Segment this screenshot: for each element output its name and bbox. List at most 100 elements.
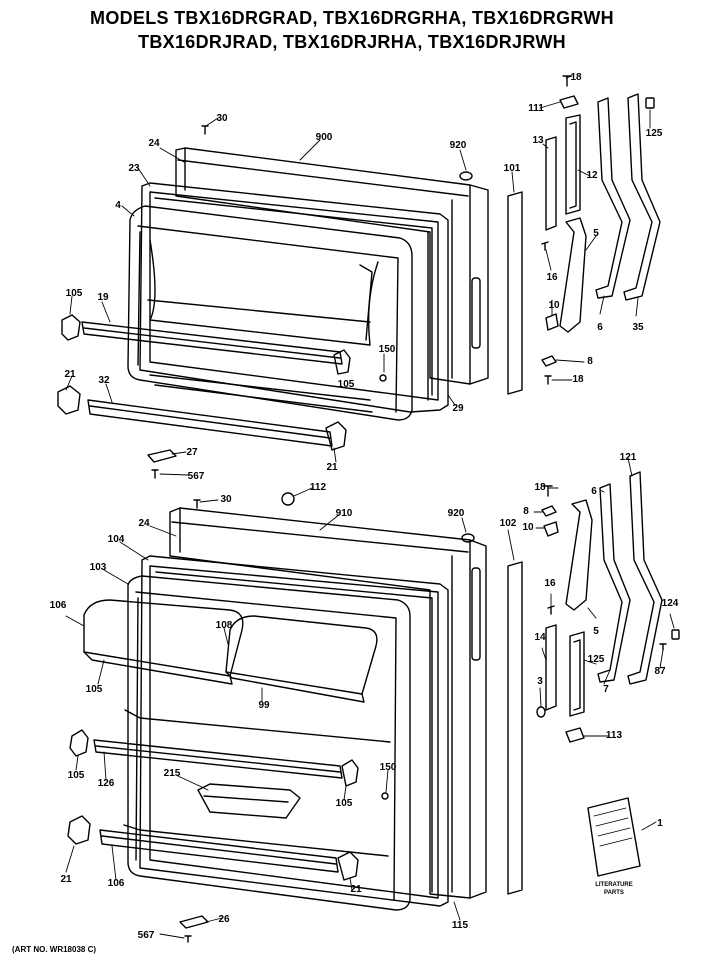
- freezer-inner-liner: [127, 205, 413, 421]
- callout-label-12: 12: [586, 170, 598, 181]
- clip-8-lower: [541, 505, 557, 517]
- callout-label-27: 27: [186, 447, 198, 458]
- plug-920-upper: [459, 171, 473, 181]
- callout-label-21a: 21: [64, 369, 76, 380]
- callout-label-35: 35: [632, 322, 644, 333]
- cap-3: [536, 706, 546, 718]
- callout-label-29: 29: [452, 403, 464, 414]
- shelf-support-21-lower-left: [67, 815, 91, 845]
- art-number: (ART NO. WR18038 C): [12, 945, 97, 954]
- hinge-35: [623, 93, 661, 301]
- callout-label-106a: 106: [50, 600, 67, 611]
- diagram-title-line2: TBX16DRJRAD, TBX16DRJRHA, TBX16DRJRWH: [138, 32, 566, 52]
- callout-label-121: 121: [620, 452, 637, 463]
- cover-113: [565, 727, 585, 743]
- freezer-shelf-bar-19: [81, 321, 343, 365]
- callout-label-99: 99: [258, 700, 270, 711]
- shelf-support-105-right: [333, 349, 351, 375]
- callout-label-106b: 106: [108, 878, 125, 889]
- hinge-6-lower: [597, 483, 631, 683]
- callout-label-13: 13: [532, 135, 544, 146]
- callout-label-124: 124: [662, 598, 679, 609]
- callout-label-21d: 21: [350, 884, 362, 895]
- callout-label-21b: 21: [326, 462, 338, 473]
- callout-label-8a: 8: [587, 356, 593, 367]
- callout-label-104: 104: [108, 534, 125, 545]
- shelf-support-105-left: [61, 314, 81, 341]
- callout-label-105c: 105: [86, 684, 103, 695]
- callout-label-18b: 18: [572, 374, 584, 385]
- screw-18-lower: [544, 375, 552, 385]
- hinge-6: [595, 97, 631, 299]
- trim-13: [545, 136, 557, 231]
- shelf-support-21-right: [325, 421, 347, 451]
- screw-30-upper: [201, 125, 209, 135]
- callout-label-16b: 16: [544, 578, 556, 589]
- screw-150-upper: [379, 374, 387, 382]
- callout-label-10a: 10: [548, 300, 560, 311]
- mullion-strip-101: [507, 191, 523, 395]
- fresh-food-door-assembly: [67, 499, 487, 943]
- fresh-food-outer-door-panel: [169, 507, 487, 899]
- callout-label-113: 113: [606, 730, 623, 741]
- channel-125-lower: [569, 631, 585, 717]
- callout-label-5a: 5: [593, 228, 599, 239]
- fresh-food-door-hardware: [507, 471, 680, 895]
- freezer-shelf-bar-32: [87, 399, 333, 447]
- fresh-food-gasket: [139, 555, 449, 907]
- screw-87: [659, 643, 667, 651]
- fresh-food-inner-liner: [127, 575, 411, 911]
- callout-label-19: 19: [97, 292, 109, 303]
- callout-label-910: 910: [336, 508, 353, 519]
- hinge-121: [627, 471, 663, 685]
- mullion-strip-102: [507, 561, 523, 895]
- egg-bin-215: [197, 783, 301, 819]
- literature-booklet: [587, 797, 641, 877]
- callout-label-105b: 105: [338, 379, 355, 390]
- hinge-bracket-27: [147, 449, 177, 463]
- freezer-door-hardware: [281, 75, 661, 506]
- callout-label-920b: 920: [448, 508, 465, 519]
- callout-label-101: 101: [504, 163, 521, 174]
- callout-label-4: 4: [115, 200, 121, 211]
- plug-920-lower: [461, 533, 475, 543]
- callout-label-8b: 8: [523, 506, 529, 517]
- door-shelf-bar-108: [99, 829, 339, 873]
- callout-label-21c: 21: [60, 874, 72, 885]
- hinge-bracket-26: [179, 915, 209, 929]
- literature-caption-line1: LITERATURE: [595, 882, 633, 888]
- bushing-10-upper: [545, 313, 559, 331]
- dairy-door-106: [83, 599, 244, 677]
- shelf-support-105-lower-right: [341, 759, 359, 787]
- bushing-10-lower: [543, 521, 559, 537]
- cap-125-upper: [645, 97, 655, 109]
- freezer-outer-door-panel: [175, 147, 489, 385]
- callout-label-126: 126: [98, 778, 115, 789]
- diagram-title-line1: MODELS TBX16DRGRAD, TBX16DRGRHA, TBX16DR…: [90, 8, 614, 28]
- callout-label-24b: 24: [138, 518, 150, 529]
- callout-label-105d: 105: [68, 770, 85, 781]
- callout-label-14: 14: [534, 632, 546, 643]
- freezer-gasket: [139, 182, 449, 413]
- callout-label-150a: 150: [379, 344, 396, 355]
- clip-111: [559, 95, 579, 109]
- screw-16-lower: [547, 605, 555, 615]
- callout-label-6a: 6: [597, 322, 603, 333]
- screw-150-lower: [381, 792, 389, 800]
- screw-567-upper: [151, 469, 159, 479]
- callout-label-108: 108: [216, 620, 233, 631]
- callout-label-920a: 920: [450, 140, 467, 151]
- callout-label-16a: 16: [546, 272, 558, 283]
- callout-label-18a: 18: [570, 72, 582, 83]
- callout-label-112: 112: [310, 482, 327, 493]
- hinge-5-lower: [565, 499, 593, 611]
- screw-16-upper: [541, 241, 549, 251]
- spacer-112: [281, 492, 295, 506]
- callout-label-125a: 125: [646, 128, 663, 139]
- cap-124: [671, 629, 680, 640]
- callout-label-24a: 24: [148, 138, 160, 149]
- callout-label-111: 111: [528, 103, 544, 114]
- callout-label-125b: 125: [588, 654, 605, 665]
- callout-label-900: 900: [316, 132, 333, 143]
